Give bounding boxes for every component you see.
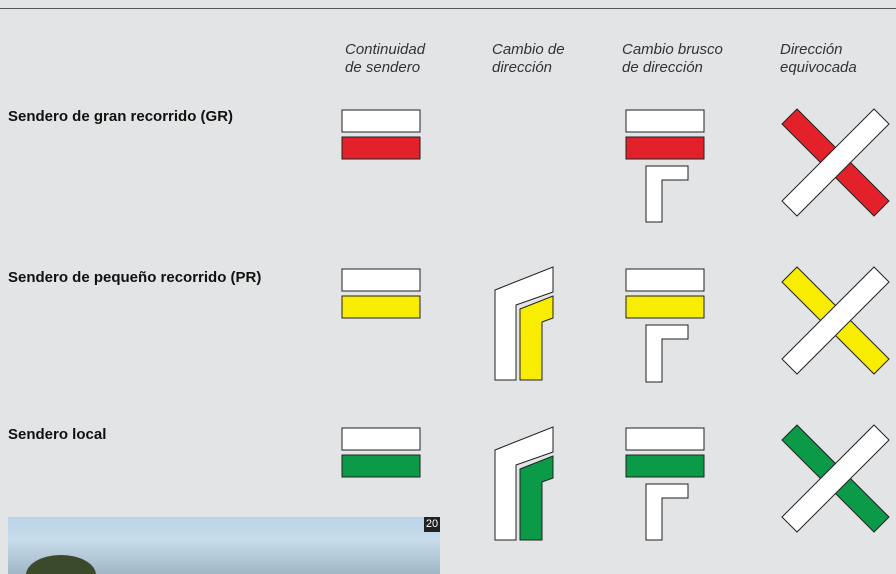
column-header-cambio: Cambio de dirección [492,41,565,76]
photo-number-badge: 20 [424,517,440,532]
sign-local-continuity [341,427,421,478]
sign-gr-sharp-turn [625,109,705,223]
sign-pr-sharp-turn [625,268,705,383]
sign-pr-wrong-way [781,266,890,375]
sign-local-wrong-way [781,424,890,533]
sign-pr-continuity [341,268,421,319]
sign-pr-turn [494,266,554,381]
sign-gr-wrong-way [781,108,890,217]
row-label-local: Sendero local [8,426,107,443]
sign-gr-continuity [341,109,421,160]
row-label-gr: Sendero de gran recorrido (GR) [8,108,234,125]
top-rule [0,8,896,9]
column-header-direccion-equivocada: Dirección equivocada [780,41,857,76]
column-header-continuidad: Continuidad de sendero [345,41,426,76]
sign-local-sharp-turn [625,427,705,541]
column-header-cambio-brusco: Cambio brusco de dirección [622,41,723,76]
sign-local-turn [494,426,554,541]
row-label-pr: Sendero de pequeño recorrido (PR) [8,269,262,286]
landscape-photo: 20 [8,517,440,574]
tree-silhouette [26,555,96,574]
